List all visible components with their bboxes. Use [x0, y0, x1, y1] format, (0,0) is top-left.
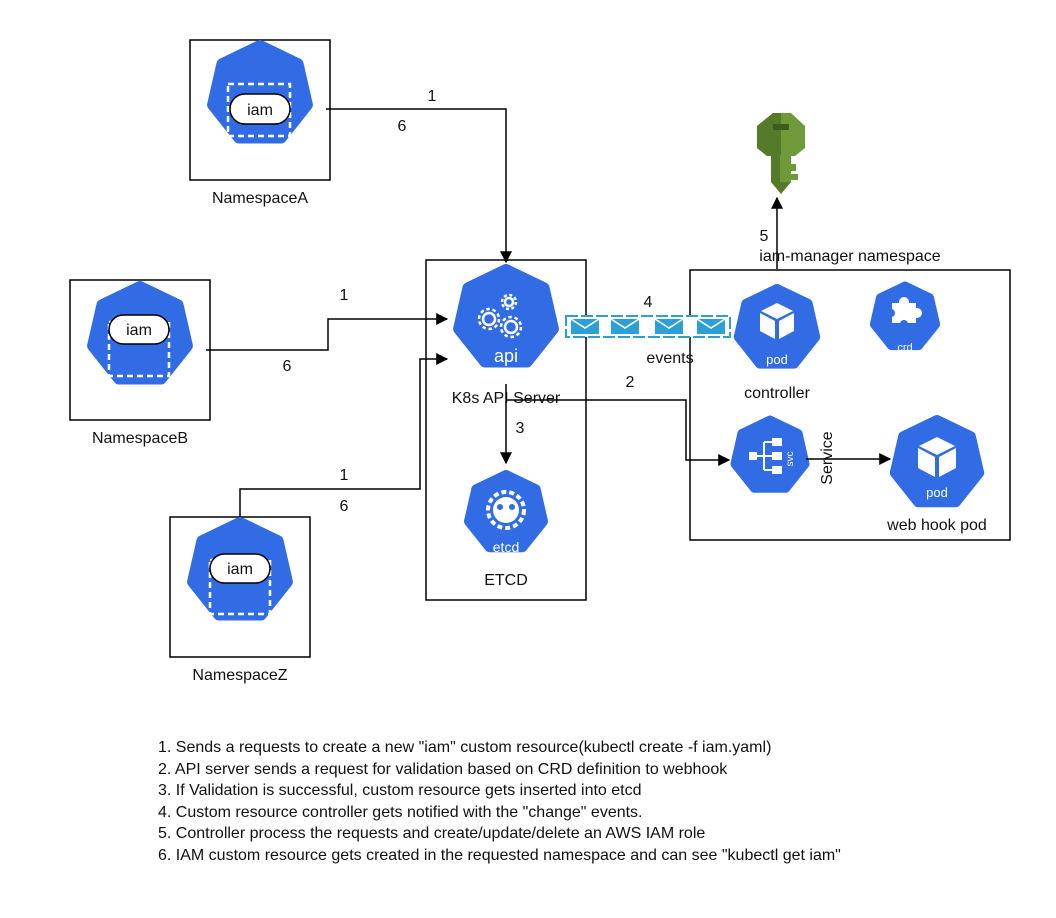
aws-iam-key-icon — [757, 113, 805, 194]
step-label-2: 2 — [626, 374, 635, 391]
etcd: etcd ETCD — [464, 470, 548, 589]
service: svc Service — [730, 415, 836, 493]
cube-icon — [918, 437, 956, 477]
envelope-icon — [654, 318, 684, 334]
etcd-logo-icon — [486, 490, 526, 530]
envelope-icon — [610, 318, 640, 334]
events-queue: events — [565, 315, 731, 367]
svc-icon-label: svc — [785, 452, 796, 467]
legend-item: 3. If Validation is successful, custom r… — [158, 782, 642, 799]
namespace-b: iam ns NamespaceB — [69, 279, 211, 447]
webhook-pod-icon — [889, 415, 985, 508]
api-icon-label: api — [494, 346, 518, 366]
legend-item: 6. IAM custom resource gets created in t… — [158, 846, 841, 864]
etcd-icon-label: etcd — [493, 539, 519, 555]
namespace-b-name: NamespaceB — [92, 430, 188, 447]
controller-icon-label: pod — [766, 352, 788, 367]
controller-icon — [733, 284, 821, 369]
namespace-b-ns-label: ns — [130, 387, 150, 408]
network-tree-icon — [749, 438, 782, 474]
step-label-z6: 6 — [340, 498, 349, 515]
legend-item: 2. API server sends a request for valida… — [158, 760, 728, 778]
namespace-a-ns-label: ns — [250, 147, 270, 168]
events-queue-bar — [565, 315, 731, 338]
crd: crd — [869, 281, 941, 354]
connector-namespace-z-api — [239, 353, 449, 517]
envelope-icon — [570, 318, 600, 334]
namespace-b-iam-pill — [108, 314, 170, 345]
step-label-5: 5 — [760, 228, 769, 245]
connector-namespace-b-api — [206, 313, 449, 351]
namespace-z-name: NamespaceZ — [192, 667, 287, 684]
webhook-pod-icon-label: pod — [926, 485, 948, 500]
legend-item: 4. Custom resource controller gets notif… — [158, 803, 643, 821]
iam-manager-frame — [689, 269, 1011, 541]
service-icon — [730, 415, 810, 493]
cube-icon — [760, 303, 794, 339]
step-label-b1: 1 — [340, 287, 349, 304]
webhook-pod: pod web hook pod — [886, 415, 987, 534]
steps-legend: 1. Sends a requests to create a new "iam… — [158, 737, 841, 866]
api-server: api K8s API Server — [452, 264, 561, 407]
namespace-a-dashed-box — [226, 82, 292, 138]
step-label-b6: 6 — [283, 358, 292, 375]
envelope-icon — [696, 318, 726, 334]
namespace-a-iam-pill — [229, 93, 291, 125]
connectors — [206, 108, 892, 517]
namespace-z-ns-label: ns — [230, 625, 250, 646]
api-server-icon — [453, 264, 559, 368]
connector-namespace-a-api — [326, 108, 512, 264]
step-label-z1: 1 — [340, 467, 349, 484]
step-label-a6: 6 — [398, 118, 407, 135]
puzzle-piece-icon — [887, 297, 922, 328]
namespace-a: iam ns NamespaceA — [189, 39, 331, 207]
service-caption: Service — [819, 431, 836, 484]
legend-item: 1. Sends a requests to create a new "iam… — [158, 739, 772, 756]
namespace-z-iam-label: iam — [227, 561, 253, 578]
events-label: events — [646, 350, 693, 367]
gears-icon — [477, 293, 523, 339]
crd-icon-label: crd — [897, 342, 912, 354]
connector-api-service — [506, 399, 731, 466]
controller-caption: controller — [744, 385, 810, 402]
webhook-pod-caption: web hook pod — [886, 517, 987, 534]
namespace-z: iam ns NamespaceZ — [169, 516, 311, 684]
namespace-z-iam-pill — [209, 553, 271, 584]
controller: pod controller — [733, 284, 821, 402]
step-label-4: 4 — [644, 294, 653, 311]
etcd-caption: ETCD — [484, 572, 528, 589]
step-label-3: 3 — [516, 420, 525, 437]
step-label-a1: 1 — [428, 88, 437, 105]
legend-item: 5. Controller process the requests and c… — [158, 825, 706, 842]
namespace-a-iam-label: iam — [247, 102, 273, 119]
namespace-b-iam-label: iam — [126, 322, 152, 339]
namespace-a-name: NamespaceA — [212, 190, 308, 207]
iam-manager-title: iam-manager namespace — [759, 248, 941, 265]
